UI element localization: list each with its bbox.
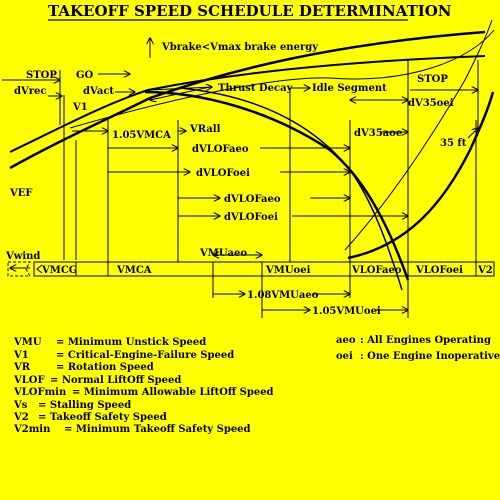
legend-abbr-7: V2min [13,424,51,435]
legend-abbr-2: VR [13,362,31,373]
vmca105-label: 1.05VMCA [112,130,171,141]
legend-abbr-6: V2 [13,412,29,423]
scale-vmuoei: VMUoei [265,265,311,276]
legend-right-def-1: : One Engine Inoperative [360,351,500,362]
scale-v2: V2 [477,265,493,276]
thrust-decay-label: Thrust Decay [218,83,294,94]
scale-vmca: VMCA [116,265,152,276]
ft35-arrow [467,128,478,139]
legend-def-1: = Critical-Engine-Failure Speed [56,350,234,361]
vmuaeo-top-label: VMUaeo [199,248,247,259]
vbrake-label: Vbrake<Vmax brake energy [161,42,319,53]
scale-vmcg: VMCG [41,265,77,276]
legend-right-abbr-1: oei [336,351,353,362]
scale-vlofaeo: VLOFaeo [351,265,402,276]
vwind-box [7,261,31,277]
legend-right-def-0: : All Engines Operating [360,335,491,346]
idle-curve [179,87,403,291]
speed-scale-bar [33,261,495,277]
v1-label: V1 [72,102,88,113]
idle-segment-label: Idle Segment [312,83,387,94]
legend-abbr-0: VMU [13,337,42,348]
dvlofoei2-label: dVLOFoei [224,212,278,223]
dv35oei-label: dV35oei [408,98,454,109]
dvact-label: dVact [83,86,114,97]
vbrake-curve [144,90,410,281]
oei-climb-curve-thin [69,29,495,129]
vmuoei105-label: 1.05VMUoei [312,306,381,317]
scale-vlofoei: VLOFoei [415,265,463,276]
thrust-decay-arrow-b [150,86,211,100]
vef-label: VEF [9,188,32,199]
stop-left-label: STOP [26,70,57,81]
diagram-title: TAKEOFF SPEED SCHEDULE DETERMINATION [48,2,452,20]
legend-def-3: = Normal LiftOff Speed [50,375,181,386]
dvlofoei1-label: dVLOFoei [196,168,250,179]
legend-abbr-1: V1 [13,350,29,361]
dvlofaeo1-label: dVLOFaeo [192,144,249,155]
aeo-liftoff-curve [344,19,493,251]
oei-acceleration-curve [9,55,486,153]
thrust-decay-arrow [149,87,212,90]
go-label: GO [76,70,94,81]
oei-liftoff-curve [347,91,495,260]
dv35aoe-label: dV35aoe [354,128,402,139]
vrall-label: VRall [189,124,221,135]
vmuaeo108-label: 1.08VMUaeo [247,290,319,301]
legend-def-2: = Rotation Speed [56,362,154,373]
dvlofaeo2-label: dVLOFaeo [224,194,281,205]
legend-def-6: = Takeoff Safety Speed [38,412,167,423]
legend-abbr-5: Vs [13,400,28,411]
legend-abbr-3: VLOF [13,375,45,386]
legend: VMU = Minimum Unstick Speed V1 = Critica… [13,335,500,435]
legend-def-7: = Minimum Takeoff Safety Speed [64,424,251,435]
legend-right-abbr-0: aeo [336,335,356,346]
legend-def-4: = Minimum Allowable LiftOff Speed [72,387,274,398]
vwind-label: Vwind [5,251,40,262]
scale-start-chevron [36,264,43,274]
dvrec-label: dVrec [14,86,46,97]
legend-def-5: = Stalling Speed [38,400,131,411]
legend-def-0: = Minimum Unstick Speed [56,337,206,348]
ft35-label: 35 ft [440,138,467,149]
legend-abbr-4: VLOFmin [13,387,67,398]
stop-right-label: STOP [417,74,448,85]
